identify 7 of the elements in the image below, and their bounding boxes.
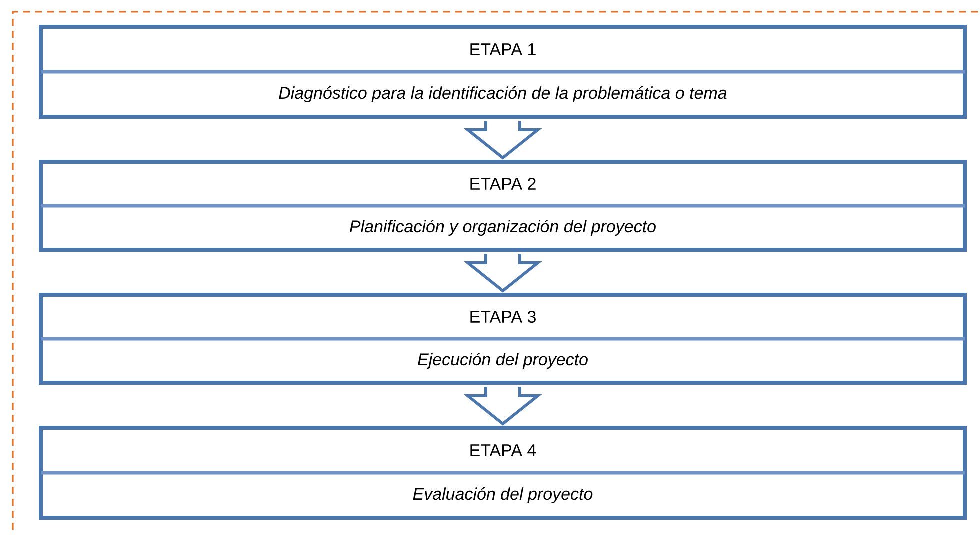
stage-box: ETAPA 4 Evaluación del proyecto [39, 426, 967, 520]
block-arrow [464, 385, 542, 426]
stage-box: ETAPA 2 Planificación y organización del proyecto [39, 160, 967, 252]
stage-box: ETAPA 3 Ejecución del proyecto [39, 293, 967, 385]
stage-box: ETAPA 1 Diagnóstico para la identificación de la problemática o tema [39, 25, 967, 119]
block-arrow [464, 120, 542, 160]
block-arrow [464, 252, 542, 293]
